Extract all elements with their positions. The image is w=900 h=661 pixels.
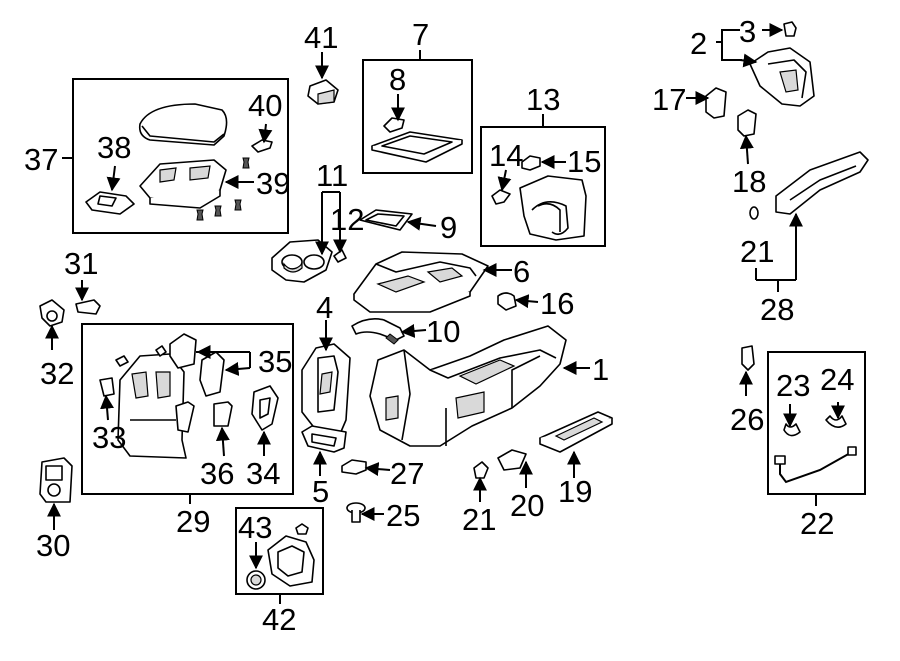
- callout-8: 8: [389, 62, 406, 97]
- callout-34: 34: [246, 456, 280, 491]
- callout-35: 35: [258, 344, 292, 379]
- callout-3: 3: [739, 14, 756, 49]
- part-36-plate: [175, 401, 233, 433]
- part-32-socket: [39, 299, 65, 327]
- part-6-upper-console: [353, 251, 489, 313]
- part-28-side-trim: [775, 151, 869, 215]
- part-37-screws: [196, 157, 250, 221]
- part-19-tray: [539, 411, 613, 453]
- leader-lines: [45, 23, 845, 604]
- callout-26: 26: [730, 402, 764, 437]
- callout-numbers: 1 2 3 4 5 6 7 8 9 10 11 12 13 14 15 16 1…: [24, 14, 854, 637]
- part-9-lid: [359, 209, 413, 231]
- part-16-clip: [497, 292, 517, 311]
- part-20-clip: [497, 449, 527, 471]
- callout-18: 18: [732, 164, 766, 199]
- callout-33: 33: [92, 420, 126, 455]
- part-38-hinge-plate: [85, 191, 135, 215]
- callout-23: 23: [776, 368, 810, 403]
- part-31-connector: [75, 299, 101, 315]
- callout-32: 32: [40, 356, 74, 391]
- part-29-rear-panel: [117, 353, 187, 459]
- part-armrest-lid: [138, 103, 228, 146]
- callout-41: 41: [304, 20, 338, 55]
- callout-13: 13: [526, 82, 560, 117]
- part-34-bracket: [251, 385, 279, 431]
- callout-14: 14: [489, 138, 523, 173]
- part-18-clip: [737, 109, 757, 137]
- callout-9: 9: [440, 210, 457, 245]
- callout-12: 12: [330, 202, 364, 237]
- callout-36: 36: [200, 456, 234, 491]
- part-33-clip: [99, 377, 115, 397]
- callout-39: 39: [256, 166, 290, 201]
- part-26-fitting: [741, 345, 755, 371]
- callout-25: 25: [386, 498, 420, 533]
- callout-15: 15: [567, 144, 601, 179]
- group-box-29: [81, 323, 294, 495]
- part-5-bracket: [301, 425, 347, 453]
- part-22-cable-assembly: [774, 415, 857, 484]
- callout-42: 42: [262, 602, 296, 637]
- callout-30: 30: [36, 528, 70, 563]
- callout-27: 27: [390, 456, 424, 491]
- callout-29: 29: [176, 504, 210, 539]
- callout-20: 20: [510, 488, 544, 523]
- part-42-switch: [267, 523, 315, 587]
- callout-11: 11: [316, 158, 348, 193]
- part-7-tray-mat: [371, 131, 463, 163]
- callout-7: 7: [412, 17, 429, 52]
- part-1-main-console: [369, 325, 567, 447]
- part-15-clip: [521, 155, 541, 171]
- callout-1: 1: [592, 352, 609, 387]
- part-3-cap: [783, 21, 797, 37]
- part-2-bracket: [749, 47, 815, 107]
- part-13-holder: [519, 175, 587, 241]
- part-8-clip: [383, 117, 405, 133]
- callout-17: 17: [652, 82, 686, 117]
- callout-6: 6: [513, 254, 530, 289]
- callout-16: 16: [540, 286, 574, 321]
- part-14-screw: [491, 189, 511, 205]
- part-40-clip: [251, 139, 273, 153]
- part-10-cable: [351, 318, 405, 345]
- part-43-knob: [246, 570, 266, 590]
- callout-24: 24: [820, 362, 854, 397]
- callout-19: 19: [558, 474, 592, 509]
- part-29-clip-small: [115, 345, 167, 367]
- part-39-armrest-base: [139, 159, 227, 209]
- group-box-7: [362, 59, 473, 174]
- callout-10: 10: [426, 314, 460, 349]
- callout-2: 2: [690, 26, 707, 61]
- callout-21-lower: 21: [462, 502, 496, 537]
- part-4-side-panel: [301, 343, 351, 435]
- part-27-pad: [341, 459, 367, 475]
- part-21-clip-upper: [749, 206, 759, 220]
- part-25-pin: [346, 502, 366, 523]
- callout-40: 40: [248, 88, 282, 123]
- part-17-clip: [705, 87, 727, 119]
- part-21-clip-lower: [473, 461, 489, 479]
- callout-4: 4: [316, 290, 333, 325]
- callout-38: 38: [97, 130, 131, 165]
- part-30-outlet: [39, 457, 73, 503]
- callout-43: 43: [238, 510, 272, 545]
- callout-5: 5: [312, 474, 329, 509]
- part-35-duct: [169, 333, 225, 397]
- group-box-37: [72, 78, 289, 234]
- callout-21-upper: 21: [740, 234, 774, 269]
- part-41-clip: [307, 79, 339, 105]
- callout-31: 31: [64, 246, 98, 281]
- callout-37: 37: [24, 142, 58, 177]
- callout-28: 28: [760, 292, 794, 327]
- callout-22: 22: [800, 506, 834, 541]
